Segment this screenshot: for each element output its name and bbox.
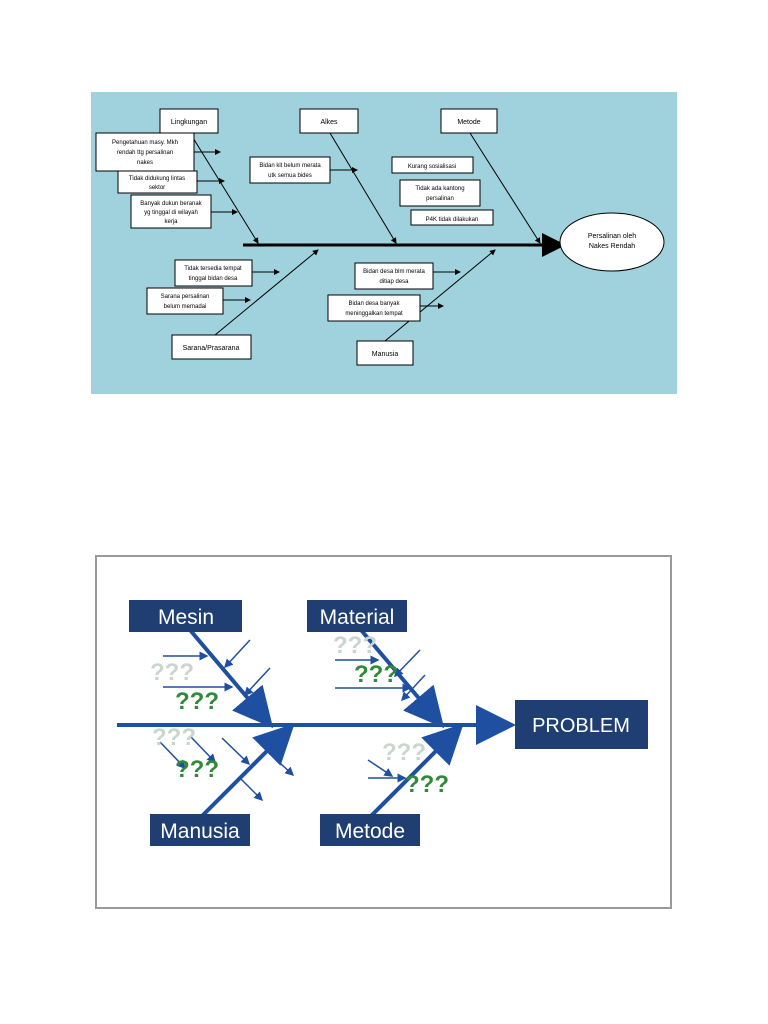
- cause-sarana-1: Sarana persalinan: [161, 294, 210, 300]
- cause-p4k-box: [410, 209, 494, 226]
- cause-bidan-merata-1: Bidan desa blm merata: [363, 269, 425, 275]
- bone-mesin: [188, 628, 274, 729]
- cause-dukun-box: [130, 194, 212, 229]
- category-mesin: Mesin: [158, 606, 214, 629]
- category-manusia-2-box: [150, 814, 250, 846]
- cause-bidan-kit-2: utk semua bides: [268, 173, 312, 179]
- bone-manusia-2: [198, 723, 295, 820]
- category-lingkungan: Lingkungan: [171, 119, 207, 126]
- cause-p4k-1: P4K tidak dilakukan: [426, 217, 479, 223]
- question-marks-mesin: ???: [175, 688, 219, 715]
- cause-tempat-tinggal-2: tinggal bidan desa: [189, 276, 238, 282]
- cause-kantong-2: persalinan: [426, 196, 454, 202]
- category-metode-box: [440, 108, 498, 134]
- bone-lingkungan: [189, 132, 259, 244]
- question-marks-material: ???: [354, 661, 398, 688]
- sub-arrows: [159, 639, 426, 802]
- cause-lintas-1: Tidak didukung lintas: [129, 176, 185, 182]
- cause-lintas-box: [117, 170, 198, 194]
- cause-pengetahuan-3: nakes: [137, 160, 153, 166]
- cause-pengetahuan-2: rendah ttg persalinan: [117, 150, 173, 156]
- effect-line-2: Nakes Rendah: [589, 243, 635, 250]
- bone-manusia: [384, 249, 496, 342]
- question-marks-metode: ???: [405, 771, 449, 798]
- bone-metode: [469, 132, 541, 244]
- category-alkes-box: [299, 108, 359, 134]
- category-manusia-box: [356, 340, 414, 366]
- cause-lintas-2: sektor: [149, 185, 165, 191]
- category-manusia: Manusia: [372, 351, 399, 358]
- cause-bidan-pergi-box: [327, 294, 421, 322]
- category-alkes: Alkes: [320, 119, 338, 126]
- question-marks-faded-2: ???: [333, 632, 377, 659]
- cause-dukun-3: kerja: [164, 219, 178, 225]
- category-metode: Metode: [457, 119, 480, 126]
- category-material: Material: [320, 606, 395, 629]
- cause-bidan-kit-box: [249, 156, 331, 184]
- cause-sosialisasi-1: Kurang sosialisasi: [408, 164, 456, 170]
- category-metode-2-box: [320, 814, 420, 846]
- category-manusia-2: Manusia: [160, 820, 240, 843]
- effect-ellipse: [559, 212, 665, 272]
- category-sarana-box: [171, 334, 252, 360]
- cause-bidan-pergi-1: Bidan desa banyak: [348, 301, 400, 307]
- question-marks-faded-4: ???: [382, 739, 426, 766]
- cause-bidan-pergi-2: meninggalkan tempat: [345, 311, 403, 317]
- problem-label: PROBLEM: [532, 715, 630, 737]
- bone-sarana: [214, 249, 319, 336]
- category-material-box: [307, 600, 407, 632]
- problem-box: [515, 700, 648, 749]
- effect-line-1: Persalinan oleh: [588, 233, 636, 240]
- cause-bidan-merata-2: ditiap desa: [379, 279, 409, 285]
- cause-dukun-2: yg tinggal di wilayah: [144, 210, 198, 216]
- cause-sarana-2: belum memadai: [164, 304, 207, 310]
- category-sarana: Sarana/Prasarana: [183, 345, 240, 352]
- question-marks-faded-1: ???: [150, 659, 194, 686]
- cause-pengetahuan-box: [95, 132, 195, 172]
- cause-bidan-merata-box: [354, 262, 434, 290]
- cause-tempat-tinggal-box: [174, 259, 253, 287]
- bone-alkes: [329, 132, 397, 244]
- cause-kantong-1: Tidak ada kantong: [415, 186, 464, 192]
- cause-pengetahuan-1: Pengetahuan masy. Mkh: [112, 140, 178, 146]
- cause-sarana-box: [146, 287, 224, 315]
- category-mesin-box: [129, 600, 242, 632]
- cause-sosialisasi-box: [391, 156, 474, 174]
- cause-tempat-tinggal-1: Tidak tersedia tempat: [184, 266, 242, 272]
- category-metode-2: Metode: [335, 820, 405, 843]
- question-marks-manusia: ???: [175, 756, 219, 783]
- bone-metode-2: [367, 723, 464, 820]
- cause-dukun-1: Banyak dukun beranak: [140, 201, 202, 207]
- cause-kantong-box: [399, 179, 481, 207]
- question-marks-faded-3: ???: [152, 724, 196, 751]
- cause-bidan-kit-1: Bidan kit belum merata: [259, 163, 321, 169]
